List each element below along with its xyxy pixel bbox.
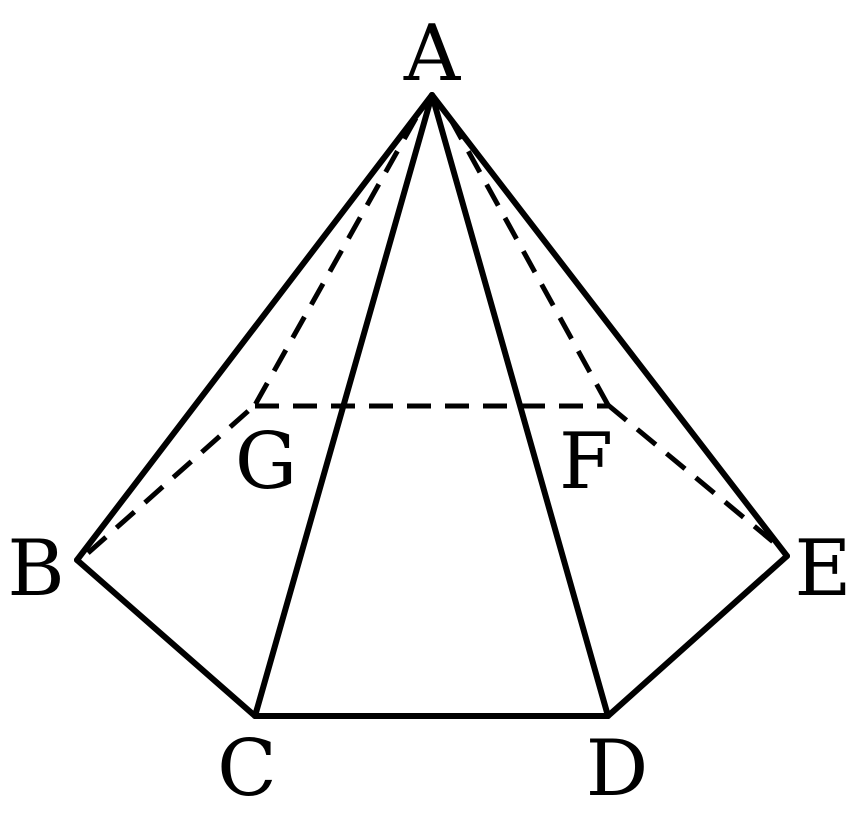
edge-a-f xyxy=(447,116,611,407)
hidden-edges xyxy=(86,116,785,555)
vertex-label-g: G xyxy=(235,417,297,507)
edge-a-e xyxy=(429,92,790,559)
edge-b-c xyxy=(74,557,258,719)
edge-a-b xyxy=(74,92,435,563)
edge-a-c xyxy=(252,92,435,719)
vertex-label-c: C xyxy=(217,724,277,814)
edge-a-g xyxy=(252,116,419,407)
vertex-label-f: F xyxy=(559,417,613,507)
edge-f-e xyxy=(606,403,785,552)
edge-a-d xyxy=(429,92,611,719)
visible-edges xyxy=(74,92,790,719)
vertex-label-d: D xyxy=(586,724,649,814)
vertex-label-a: A xyxy=(403,9,462,99)
vertex-labels: A B C D E F G xyxy=(7,9,851,814)
vertex-label-e: E xyxy=(795,524,851,614)
edge-b-g xyxy=(86,403,257,555)
vertex-label-b: B xyxy=(7,524,64,614)
edge-d-e xyxy=(605,553,790,719)
